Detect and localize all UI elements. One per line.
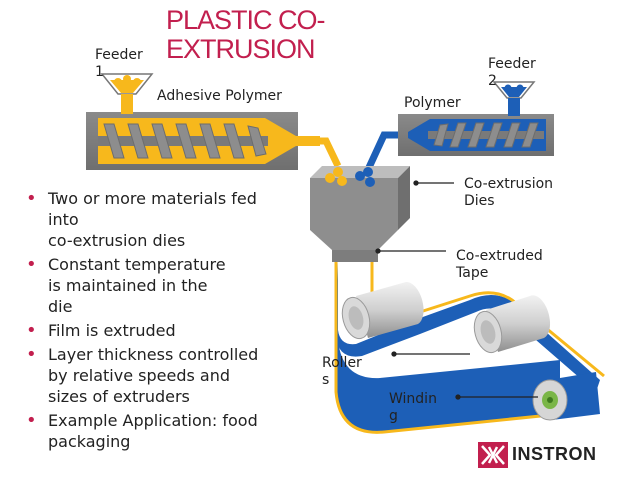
- co-extruded-tape: [334, 262, 605, 434]
- co-extrusion-dies-label: Co-extrusion Dies: [464, 176, 554, 209]
- winding-roll: [532, 372, 600, 421]
- polymer-feed-pipe: [362, 131, 398, 176]
- feeder-1-hopper: [100, 73, 154, 114]
- bullet-list: Two or more materials fed into co-extrus…: [22, 188, 284, 455]
- roller-1: [341, 281, 424, 340]
- winding-label: Windin g: [389, 391, 437, 424]
- bullet-item: Constant temperature is maintained in th…: [22, 254, 284, 317]
- left-screw: [98, 123, 268, 159]
- bullet-item: Layer thickness controlled by relative s…: [22, 344, 284, 407]
- co-extruded-tape-label: Co-extruded Tape: [456, 248, 543, 281]
- right-screw: [428, 122, 544, 148]
- logo-text: INSTRON: [512, 444, 597, 464]
- instron-logo: INSTRON: [478, 442, 628, 468]
- bullet-item: Example Application: food packaging: [22, 410, 284, 452]
- feeder-2-label: Feeder 2: [488, 56, 536, 89]
- adhesive-polymer-label: Adhesive Polymer Resin: [157, 88, 282, 106]
- co-extrusion-die: [310, 166, 410, 262]
- roller-2: [473, 295, 551, 354]
- left-extruder: [86, 112, 320, 170]
- slide-title: PLASTIC CO- EXTRUSION: [166, 5, 326, 64]
- instron-x-logo-icon: [478, 442, 508, 468]
- feeder-2-hopper: [492, 81, 536, 116]
- polymer-label: Polymer: [404, 95, 461, 111]
- bullet-item: Two or more materials fed into co-extrus…: [22, 188, 284, 251]
- bullet-item: Film is extruded: [22, 320, 284, 341]
- right-extruder: [398, 114, 554, 156]
- feeder-1-label: Feeder 1: [95, 47, 143, 80]
- adhesive-feed-pipe: [320, 137, 342, 168]
- rollers-label: Roller s: [322, 355, 362, 388]
